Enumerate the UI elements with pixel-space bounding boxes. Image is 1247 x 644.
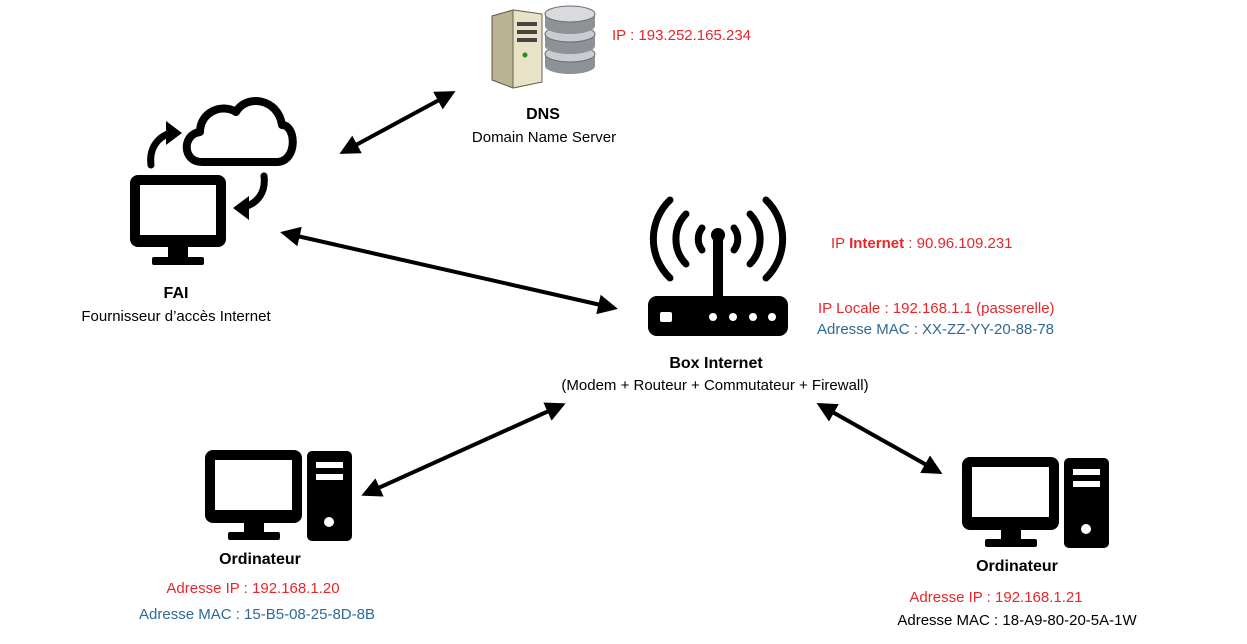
computer-right-title: Ordinateur — [976, 558, 1058, 575]
box-title: Box Internet — [669, 355, 763, 372]
arrow-box-computer-left — [361, 402, 566, 497]
wifi-router-icon — [648, 196, 788, 336]
dns-subtitle: Domain Name Server — [471, 129, 617, 146]
box-ip-internet-prefix: IP — [831, 235, 850, 252]
fai-subtitle: Fournisseur d’accès Internet — [81, 308, 271, 325]
wifi-waves-icon — [649, 196, 787, 282]
computer-left-title: Ordinateur — [219, 551, 301, 568]
arrow-fai-box — [280, 226, 618, 315]
fai-title: FAI — [163, 285, 189, 302]
box-subtitle: (Modem + Routeur + Commutateur + Firewal… — [561, 377, 869, 394]
box-ip-internet-value: : 90.96.109.231 — [904, 235, 1013, 252]
box-ip-internet-bold: Internet — [849, 235, 905, 252]
desktop-computer-icon — [962, 457, 1109, 548]
box-mac-label: Adresse MAC : XX-ZZ-YY-20-88-78 — [817, 321, 1055, 338]
arrow-fai-dns — [339, 91, 456, 154]
box-ip-internet-label: IP Internet : 90.96.109.231 — [831, 235, 1013, 253]
computer-left-ip: Adresse IP : 192.168.1.20 — [166, 580, 340, 597]
dns-ip-label: IP : 193.252.165.234 — [612, 27, 752, 44]
connection-arrows — [280, 91, 943, 497]
monitor-icon — [130, 175, 226, 265]
desktop-computer-icon — [205, 450, 352, 541]
box-ip-local-label: IP Locale : 192.168.1.1 (passerelle) — [818, 300, 1055, 317]
computer-right-ip: Adresse IP : 192.168.1.21 — [909, 589, 1083, 606]
computer-left-mac: Adresse MAC : 15-B5-08-25-8D-8B — [139, 606, 375, 623]
dns-title: DNS — [526, 106, 560, 123]
computer-right-mac: Adresse MAC : 18-A9-80-20-5A-1W — [897, 612, 1137, 629]
refresh-arrows-icon — [147, 121, 268, 220]
isp-cloud-monitor-icon — [130, 97, 297, 265]
arrow-box-computer-right — [816, 403, 943, 474]
cloud-icon — [182, 97, 297, 166]
database-disks-icon — [544, 5, 596, 74]
server-tower-icon — [491, 9, 543, 89]
dns-server-icon — [491, 5, 596, 89]
